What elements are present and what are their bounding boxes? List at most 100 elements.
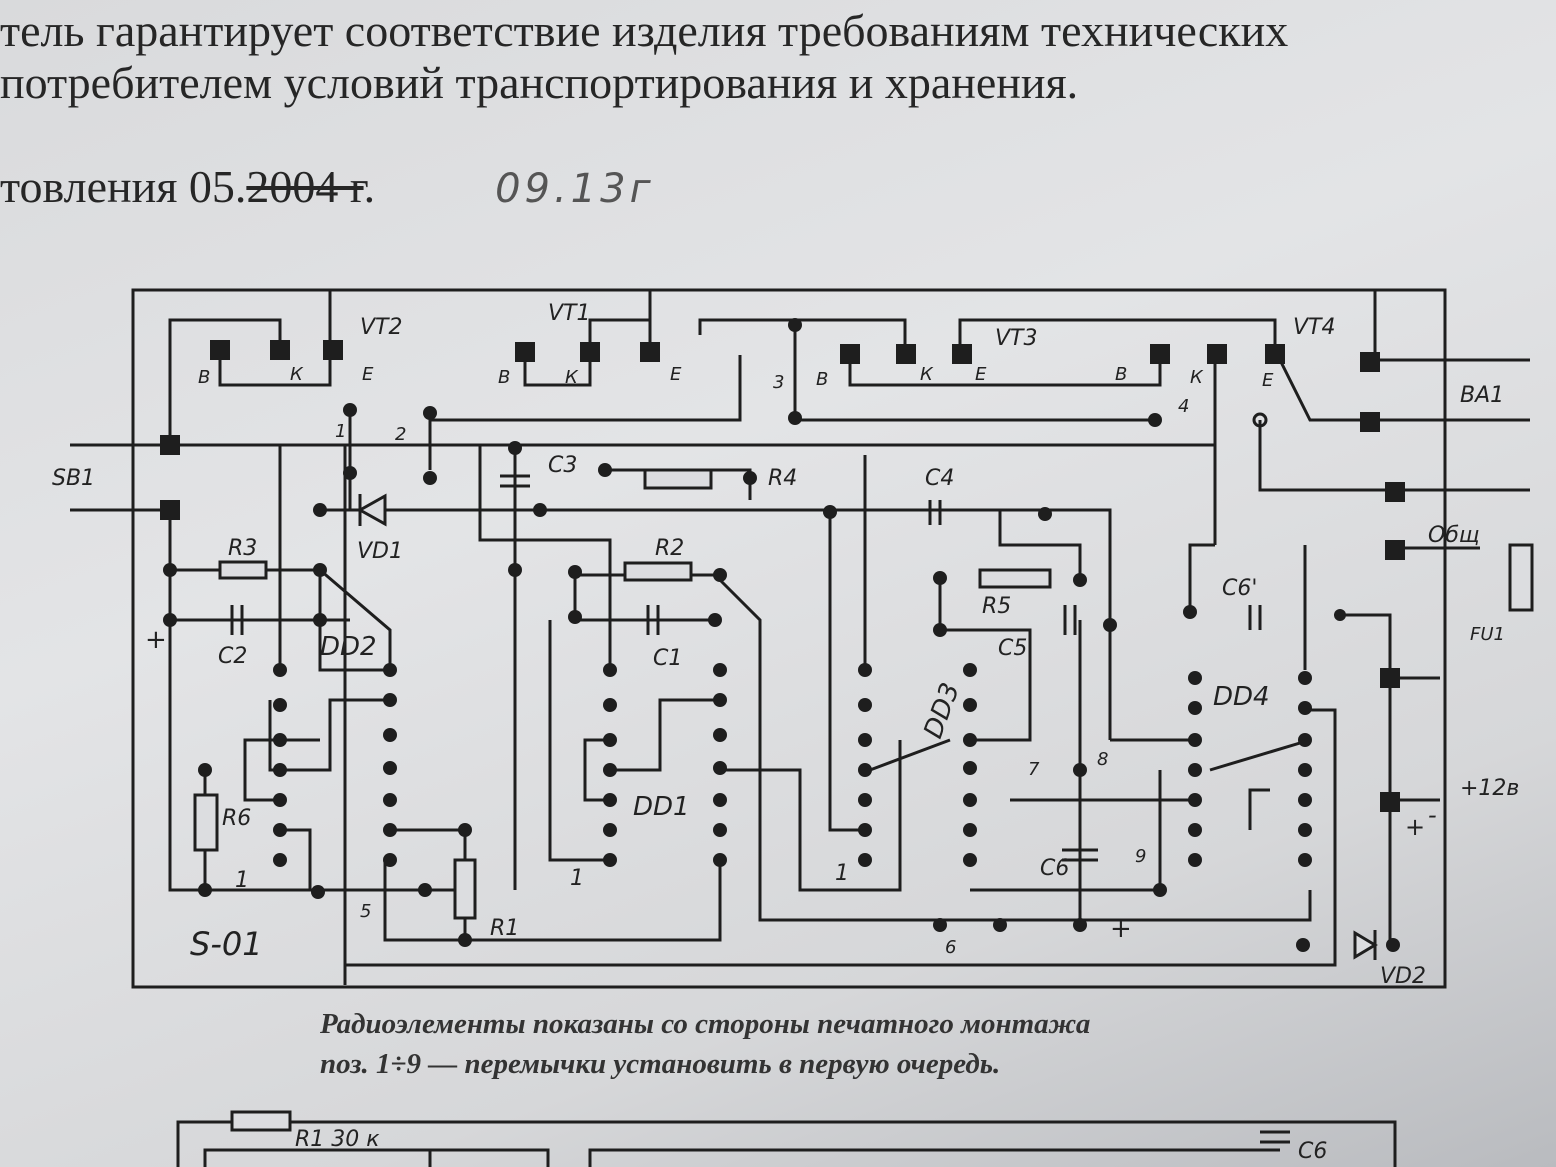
minus-sign-power: - (1428, 801, 1437, 829)
label-c4: C4 (925, 466, 954, 491)
square-pads (160, 340, 1405, 812)
pin-label-e: Е (975, 364, 987, 385)
plus-sign-c6: + (1110, 914, 1132, 944)
label-c1: C1 (653, 646, 682, 671)
pad (1360, 412, 1380, 432)
pin-label-k: К (290, 364, 304, 385)
caption-line-2: поз. 1÷9 — перемычки установить в первую… (320, 1048, 1001, 1080)
label-vt3: VT3 (995, 326, 1038, 351)
pad (1380, 668, 1400, 688)
plus-sign-left: + (145, 625, 167, 655)
labels: VT2 VT1 VT3 VT4 В К Е В К Е В К Е В К Е … (52, 301, 1519, 989)
pad (580, 342, 600, 362)
pad (840, 344, 860, 364)
label-common: Общ (1428, 523, 1480, 548)
pad (160, 435, 180, 455)
label-vt4: VT4 (1293, 315, 1336, 340)
label-ba1: BA1 (1460, 383, 1504, 408)
resistor-r4 (643, 468, 713, 490)
pin-label-e: Е (670, 364, 682, 385)
jumper-4: 4 (1178, 396, 1189, 417)
label-dd3: DD3 (918, 679, 966, 742)
pad (1265, 344, 1285, 364)
fuse-fu1 (1508, 543, 1534, 612)
jumper-5: 5 (360, 901, 371, 922)
label-r4: R4 (768, 466, 797, 491)
diode-vd1 (356, 493, 387, 527)
pad (515, 342, 535, 362)
pad (160, 500, 180, 520)
pad (1385, 482, 1405, 502)
jumper-3: 3 (773, 372, 784, 393)
pad (323, 340, 343, 360)
label-c5: C5 (998, 636, 1027, 661)
label-sb1: SB1 (52, 466, 95, 491)
label-dd1: DD1 (633, 792, 690, 822)
label-c6-bottom: C6 (1298, 1139, 1327, 1164)
resistor-r6 (193, 793, 219, 852)
pin-label-k: К (920, 364, 934, 385)
label-c2: C2 (218, 644, 247, 669)
resistor-r1 (453, 858, 477, 920)
caption-line-1: Радиоэлементы показаны со стороны печатн… (320, 1008, 1091, 1040)
pad (1150, 344, 1170, 364)
pin-label-b: В (498, 367, 510, 388)
label-vd1: VD1 (357, 539, 403, 564)
label-vt2: VT2 (360, 315, 403, 340)
label-fu1: FU1 (1470, 624, 1505, 645)
label-r1: R1 (490, 916, 519, 941)
label-c6-prime: C6' (1222, 576, 1257, 601)
pad (270, 340, 290, 360)
chip-pins (273, 663, 1312, 867)
label-dd2: DD2 (320, 632, 377, 662)
round-pads (163, 318, 1400, 952)
pin-label-e: Е (362, 364, 374, 385)
jumper-6: 6 (945, 937, 956, 958)
traces (70, 288, 1530, 989)
label-r1-30k: R1 30 к (295, 1127, 380, 1152)
jumper-1: 1 (835, 861, 849, 886)
pad (952, 344, 972, 364)
label-plus12v: +12в (1460, 776, 1519, 801)
jumper-1: 1 (235, 868, 249, 893)
jumper-1: 1 (335, 421, 346, 442)
pad (1207, 344, 1227, 364)
pin-label-b: В (198, 367, 210, 388)
manufacture-date-line: товления 05.2004 г. 09.13г (0, 160, 655, 213)
label-c3: C3 (548, 453, 577, 478)
jumper-9: 9 (1135, 846, 1146, 867)
handwritten-date: 09.13г (495, 166, 655, 212)
pin-label-e: Е (1262, 370, 1274, 391)
components (193, 468, 1534, 960)
label-r6: R6 (222, 806, 251, 831)
label-board-name: S-01 (190, 925, 263, 963)
pin-label-b: В (1115, 364, 1127, 385)
label-r2: R2 (655, 536, 684, 561)
label-vt1: VT1 (548, 301, 591, 326)
pin-label-b: В (816, 369, 828, 390)
pad (640, 342, 660, 362)
resistor-r2 (623, 561, 693, 582)
pad (1360, 352, 1380, 372)
document-text-line-2: потребителем условий транспортирования и… (0, 57, 1079, 108)
manufacture-date-suffix: . (363, 161, 376, 212)
pin-label-k: К (1190, 367, 1204, 388)
label-r5: R5 (982, 594, 1011, 619)
jumper-7: 7 (1028, 759, 1040, 780)
manufacture-date-prefix: товления 05. (0, 161, 247, 212)
struck-year: 2004 г (246, 161, 364, 212)
label-dd4: DD4 (1213, 682, 1270, 712)
jumper-8: 8 (1097, 749, 1108, 770)
document-text-line-1: тель гарантирует соответствие изделия тр… (0, 5, 1289, 56)
pad (896, 344, 916, 364)
pin-label-k: К (565, 367, 579, 388)
pad (210, 340, 230, 360)
jumper-1: 1 (570, 866, 584, 891)
label-c6: C6 (1040, 856, 1069, 881)
diode-vd2 (1353, 930, 1378, 960)
bottom-diagram-labels: R1 30 к C6 (295, 1127, 1327, 1164)
bottom-diagram (176, 1110, 1397, 1167)
label-vd2: VD2 (1380, 964, 1426, 989)
pad (1380, 792, 1400, 812)
